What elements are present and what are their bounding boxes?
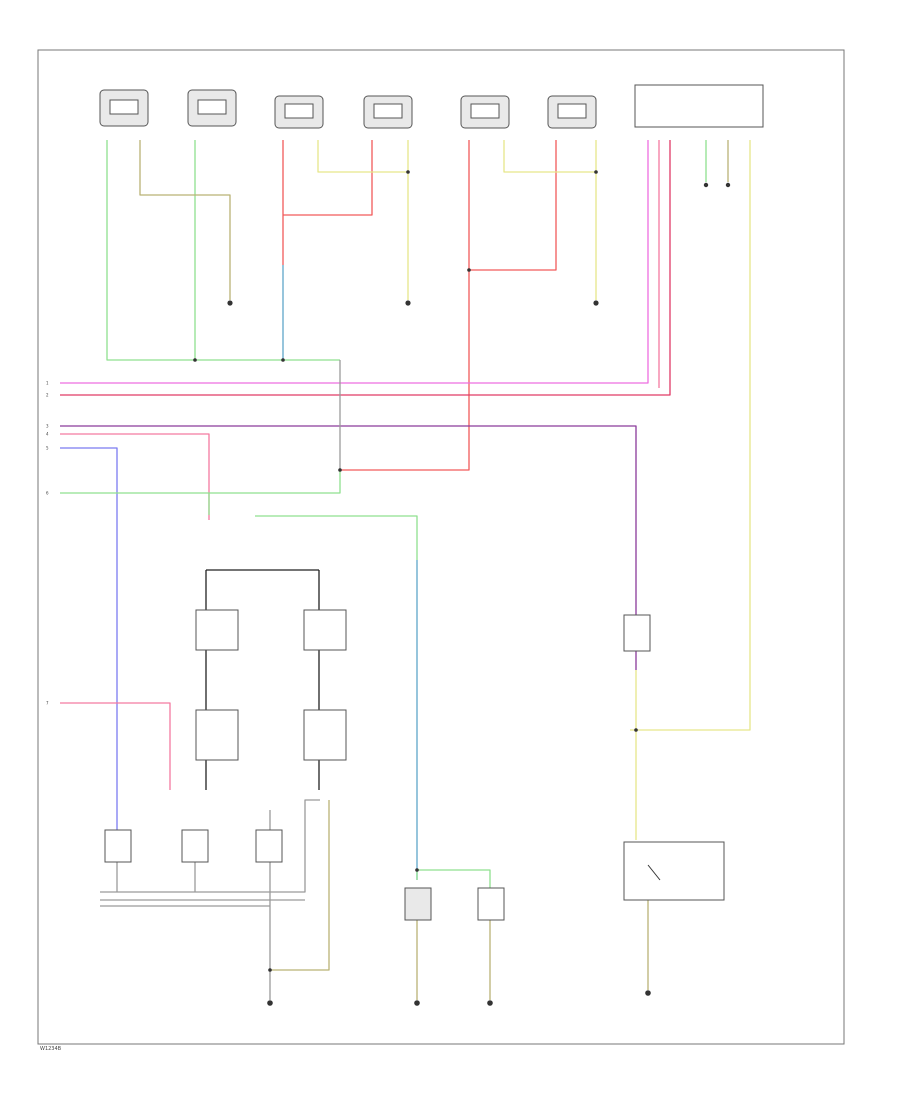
side-marker: 5 [46,446,49,451]
wire-gray [100,799,320,893]
ground-point [227,300,233,306]
component-connector-4 [363,95,413,129]
wire-magenta [60,140,649,384]
junction-dot [281,358,285,362]
ground-point [703,182,709,188]
side-marker: 7 [46,701,49,706]
ground-point [725,182,731,188]
component-connector-5 [460,95,510,129]
side-marker: 1 [46,381,49,386]
component-connector-3 [274,95,324,129]
component-switch-right [623,841,725,901]
ground-point [405,300,411,306]
side-marker: 3 [46,424,49,429]
junction-dot [415,868,419,872]
wire-pink [60,702,171,790]
wire-green [255,515,418,560]
component-connector-1 [99,89,149,127]
ground-point [593,300,599,306]
side-marker: 6 [46,491,49,496]
diagram-code: W1234B [40,1046,62,1052]
component-connector-6 [547,95,597,129]
ground-point [487,1000,493,1006]
wire-red [340,270,470,471]
side-marker: 4 [46,432,49,437]
component-module [634,84,764,128]
wire-red [468,140,557,271]
side-marker: 2 [46,393,49,398]
component-lamp-left [104,829,283,863]
wire-lavender [60,447,118,830]
wire-red [283,140,373,216]
junction-dot [193,358,197,362]
wire-pink [60,433,210,520]
ground-point [414,1000,420,1006]
wire-crimson [60,140,671,396]
wire-green [60,470,341,494]
ground-point [267,1000,273,1006]
wire-yellow [503,140,596,173]
component-lamp-right [623,614,651,652]
wire-yellow [630,140,751,731]
wire-green [416,869,491,890]
junction-dot [467,268,471,272]
diagram-frame [37,49,845,1045]
component-connector-2 [187,89,237,127]
junction-dot [594,170,598,174]
wire-yellow [317,140,408,173]
junction-dot [338,468,342,472]
wire-olive [139,140,231,300]
wire-purple [60,425,637,600]
component-switch-box [195,609,347,761]
ground-point [645,990,651,996]
junction-dot [634,728,638,732]
component-lamp-center [404,887,505,921]
junction-dot [268,968,272,972]
junction-dot [406,170,410,174]
wire-green [106,140,196,361]
wire-olive [270,800,330,971]
